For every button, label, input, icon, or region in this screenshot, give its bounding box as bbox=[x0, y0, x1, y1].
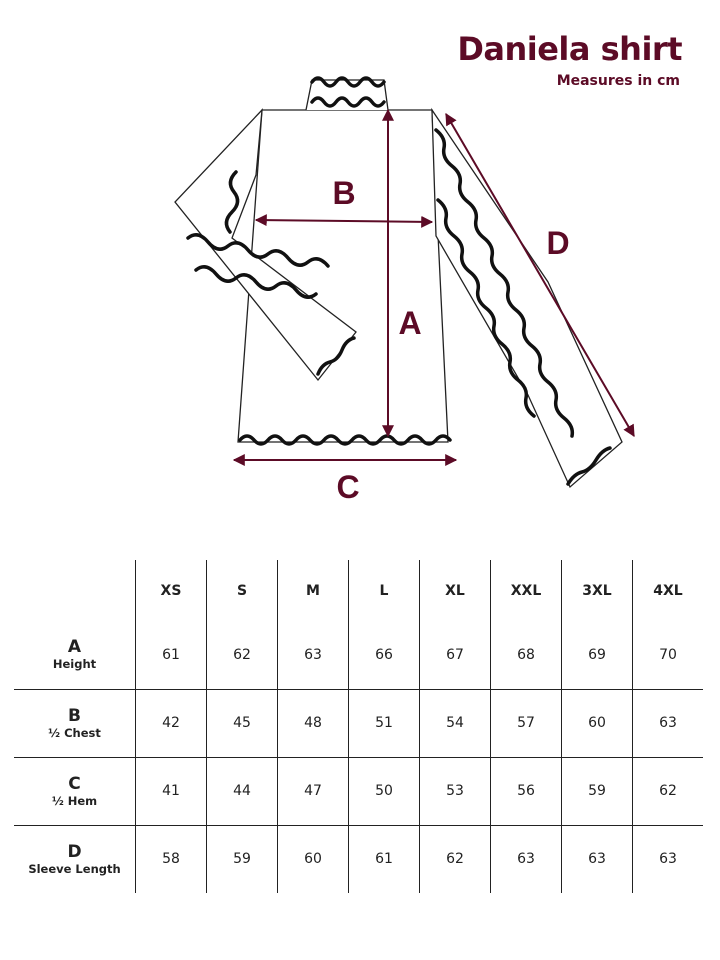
label-d: D bbox=[546, 225, 569, 261]
size-xs: XS bbox=[135, 560, 207, 621]
table-cell: 67 bbox=[419, 621, 491, 690]
table-cell: 60 bbox=[277, 824, 349, 893]
shirt-outline bbox=[174, 79, 623, 489]
size-3xl: 3XL bbox=[561, 560, 633, 621]
row-name: Height bbox=[52, 657, 97, 672]
table-cell: 70 bbox=[632, 621, 703, 690]
table-cell: 68 bbox=[490, 621, 562, 690]
corner-cell bbox=[14, 560, 136, 621]
size-m: M bbox=[277, 560, 349, 621]
page-title: Daniela shirt bbox=[457, 30, 682, 68]
row-name: ½ Chest bbox=[48, 725, 101, 740]
size-xxl: XXL bbox=[490, 560, 562, 621]
row-letter: C bbox=[68, 773, 81, 794]
table-cell: 63 bbox=[277, 621, 349, 690]
chest-arrow bbox=[254, 214, 434, 228]
table-cell: 58 bbox=[135, 824, 207, 893]
table-cell: 41 bbox=[135, 756, 207, 826]
table-row-chest: B ½ Chest 42 45 48 51 54 57 60 63 bbox=[14, 688, 703, 758]
shirt-diagram: A B C D bbox=[174, 76, 635, 505]
table-cell: 44 bbox=[206, 756, 278, 826]
table-cell: 61 bbox=[135, 621, 207, 690]
table-cell: 50 bbox=[348, 756, 420, 826]
row-header: B ½ Chest bbox=[14, 688, 136, 758]
row-header: D Sleeve Length bbox=[14, 824, 136, 893]
units-subtitle: Measures in cm bbox=[556, 73, 680, 89]
table-cell: 63 bbox=[632, 824, 703, 893]
table-cell: 62 bbox=[419, 824, 491, 893]
table-cell: 62 bbox=[206, 621, 278, 690]
row-header: C ½ Hem bbox=[14, 756, 136, 826]
size-4xl: 4XL bbox=[632, 560, 703, 621]
table-cell: 53 bbox=[419, 756, 491, 826]
table-cell: 63 bbox=[490, 824, 562, 893]
size-header-row: XS S M L XL XXL 3XL 4XL bbox=[14, 560, 703, 621]
label-a: A bbox=[398, 305, 421, 341]
row-letter: D bbox=[67, 841, 82, 862]
table-cell: 57 bbox=[490, 688, 562, 758]
size-s: S bbox=[206, 560, 278, 621]
size-table: XS S M L XL XXL 3XL 4XL A Height 61 62 6… bbox=[14, 560, 703, 893]
row-letter: B bbox=[68, 705, 81, 726]
row-name: ½ Hem bbox=[51, 793, 98, 808]
table-cell: 61 bbox=[348, 824, 420, 893]
table-cell: 63 bbox=[632, 688, 703, 758]
label-c: C bbox=[336, 469, 359, 505]
table-cell: 56 bbox=[490, 756, 562, 826]
table-cell: 42 bbox=[135, 688, 207, 758]
table-cell: 45 bbox=[206, 688, 278, 758]
label-b: B bbox=[332, 175, 355, 211]
row-letter: A bbox=[67, 637, 82, 658]
table-cell: 47 bbox=[277, 756, 349, 826]
sleeve-arrow bbox=[445, 112, 635, 438]
table-cell: 66 bbox=[348, 621, 420, 690]
table-cell: 63 bbox=[561, 824, 633, 893]
table-row-hem: C ½ Hem 41 44 47 50 53 56 59 62 bbox=[14, 756, 703, 826]
row-name: Sleeve Length bbox=[28, 861, 121, 876]
table-cell: 54 bbox=[419, 688, 491, 758]
size-xl: XL bbox=[419, 560, 491, 621]
table-cell: 59 bbox=[206, 824, 278, 893]
table-cell: 48 bbox=[277, 688, 349, 758]
row-header: A Height bbox=[14, 621, 136, 690]
measure-arrows bbox=[232, 108, 635, 466]
table-cell: 51 bbox=[348, 688, 420, 758]
table-row-sleeve: D Sleeve Length 58 59 60 61 62 63 63 63 bbox=[14, 824, 703, 893]
table-cell: 62 bbox=[632, 756, 703, 826]
table-row-height: A Height 61 62 63 66 67 68 69 70 bbox=[14, 621, 703, 690]
table-cell: 59 bbox=[561, 756, 633, 826]
size-l: L bbox=[348, 560, 420, 621]
table-cell: 69 bbox=[561, 621, 633, 690]
table-cell: 60 bbox=[561, 688, 633, 758]
